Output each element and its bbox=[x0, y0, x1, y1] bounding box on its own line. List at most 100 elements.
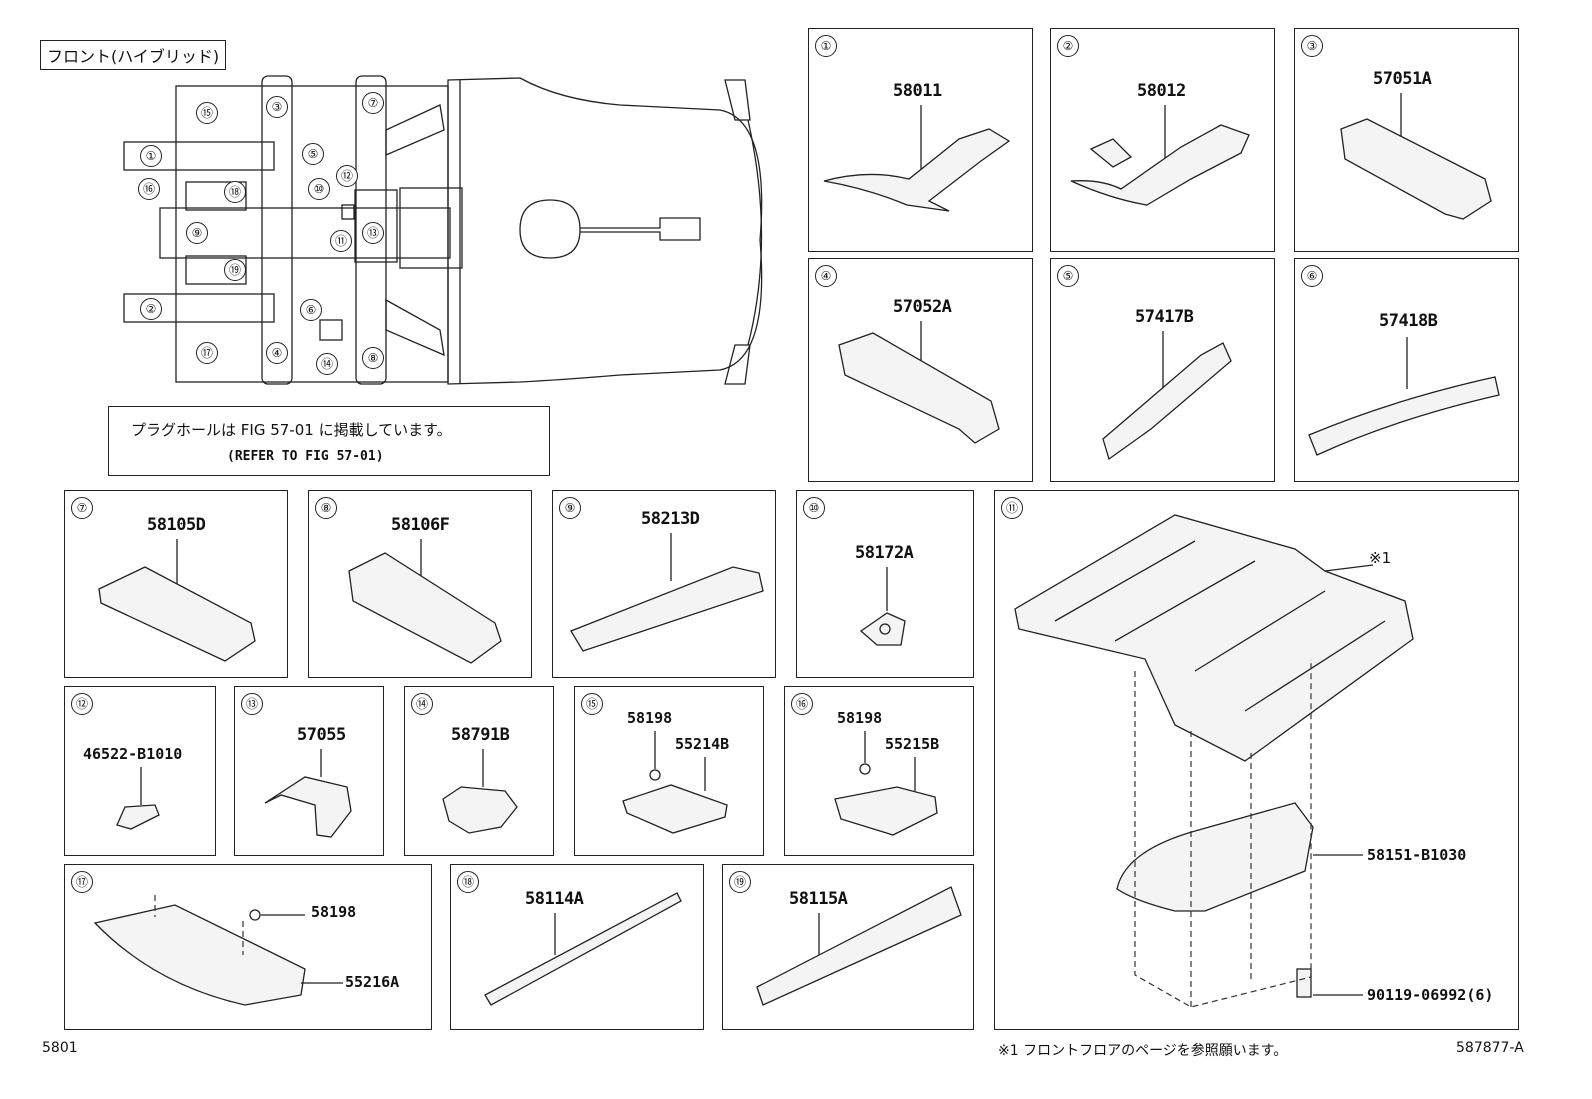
part-number: 90119-06992(6) bbox=[1367, 986, 1494, 1004]
overview-callout-19: ⑲ bbox=[224, 259, 246, 281]
overview-callout-11: ⑪ bbox=[330, 230, 352, 252]
part-number: 58198 bbox=[627, 709, 673, 727]
part-number: 57417B bbox=[1135, 307, 1194, 327]
panel-3: ③ 57051A bbox=[1294, 28, 1519, 252]
part-number: 58198 bbox=[837, 709, 883, 727]
part-number: 58213D bbox=[641, 509, 700, 529]
panel-11-number: ⑪ bbox=[1001, 497, 1023, 519]
panel-15: ⑮ 58198 55214B bbox=[574, 686, 764, 856]
panel-17-number: ⑰ bbox=[71, 871, 93, 893]
part-number: 55214B bbox=[675, 735, 730, 753]
overview-callout-5: ⑤ bbox=[302, 143, 324, 165]
panel-4-number: ④ bbox=[815, 265, 837, 287]
panel-7: ⑦ 58105D bbox=[64, 490, 288, 678]
panel-5-number: ⑤ bbox=[1057, 265, 1079, 287]
part-number: 58106F bbox=[391, 515, 450, 535]
part-46522-B1010-drawing bbox=[116, 767, 160, 830]
panel-1: ① 58011 bbox=[808, 28, 1033, 252]
plug-hole-note: プラグホールは FIG 57-01 に掲載しています。 (REFER TO FI… bbox=[108, 406, 550, 476]
floor-overview-drawing bbox=[123, 75, 763, 385]
part-number: 58172A bbox=[855, 543, 914, 563]
part-number: 58011 bbox=[893, 81, 942, 101]
panel-2-number: ② bbox=[1057, 35, 1079, 57]
panel-8: ⑧ 58106F bbox=[308, 490, 532, 678]
panel-14: ⑭ 58791B bbox=[404, 686, 554, 856]
overview-callout-10: ⑩ bbox=[308, 178, 330, 200]
part-58213D-drawing bbox=[570, 533, 764, 652]
panel-4: ④ 57052A bbox=[808, 258, 1033, 482]
part-57052A-drawing bbox=[838, 321, 1000, 444]
part-58115A-drawing bbox=[756, 886, 962, 1006]
part-number: 58198 bbox=[311, 903, 357, 921]
sheet-code-right: 587877-A bbox=[1456, 1040, 1524, 1056]
panel-10-number: ⑩ bbox=[803, 497, 825, 519]
panel-8-number: ⑧ bbox=[315, 497, 337, 519]
part-55216A-drawing bbox=[93, 895, 343, 1006]
overview-callout-7: ⑦ bbox=[362, 92, 384, 114]
front-floor-drawing bbox=[1014, 514, 1414, 1008]
panel-12-number: ⑫ bbox=[71, 693, 93, 715]
overview-callout-15: ⑮ bbox=[196, 102, 218, 124]
footnote-marker: ※1 bbox=[1369, 549, 1392, 567]
part-number: 58114A bbox=[525, 889, 584, 909]
panel-5: ⑤ 57417B bbox=[1050, 258, 1275, 482]
part-number: 57051A bbox=[1373, 69, 1432, 89]
part-58791B-drawing bbox=[442, 749, 518, 834]
panel-18: ⑱ 58114A bbox=[450, 864, 704, 1030]
overview-callout-13: ⑬ bbox=[362, 222, 384, 244]
panel-1-number: ① bbox=[815, 35, 837, 57]
overview-callout-6: ⑥ bbox=[300, 299, 322, 321]
panel-12: ⑫ 46522-B1010 bbox=[64, 686, 216, 856]
part-55214B-drawing bbox=[622, 731, 728, 834]
panel-18-number: ⑱ bbox=[457, 871, 479, 893]
overview-callout-17: ⑰ bbox=[196, 342, 218, 364]
plug-hole-note-jp: プラグホールは FIG 57-01 に掲載しています。 bbox=[131, 421, 452, 439]
part-57417B-drawing bbox=[1102, 331, 1232, 461]
overview-callout-9: ⑨ bbox=[186, 222, 208, 244]
footnote: ※1 フロントフロアのページを参照願います。 bbox=[998, 1043, 1288, 1059]
part-number: 58151-B1030 bbox=[1367, 846, 1467, 864]
panel-15-number: ⑮ bbox=[581, 693, 603, 715]
part-58011-drawing bbox=[823, 105, 1011, 212]
part-number: 58115A bbox=[789, 889, 848, 909]
panel-9-number: ⑨ bbox=[559, 497, 581, 519]
panel-16-number: ⑯ bbox=[791, 693, 813, 715]
panel-14-number: ⑭ bbox=[411, 693, 433, 715]
part-55215B-drawing bbox=[834, 731, 938, 836]
panel-7-number: ⑦ bbox=[71, 497, 93, 519]
overview-callout-8: ⑧ bbox=[362, 347, 384, 369]
overview-callout-18: ⑱ bbox=[224, 181, 246, 203]
part-number: 58012 bbox=[1137, 81, 1186, 101]
panel-19: ⑲ 58115A bbox=[722, 864, 974, 1030]
overview-title: フロント(ハイブリッド) bbox=[40, 40, 227, 70]
overview-callout-2: ② bbox=[140, 298, 162, 320]
part-58106F-drawing bbox=[348, 539, 502, 664]
sheet-code-left: 5801 bbox=[42, 1040, 78, 1056]
part-number: 57055 bbox=[297, 725, 346, 745]
panel-17: ⑰ 58198 55216A bbox=[64, 864, 432, 1030]
panel-2: ② 58012 bbox=[1050, 28, 1275, 252]
part-number: 58105D bbox=[147, 515, 206, 535]
part-number: 55215B bbox=[885, 735, 940, 753]
part-57055-drawing bbox=[264, 749, 352, 838]
part-number: 58791B bbox=[451, 725, 510, 745]
part-57418B-drawing bbox=[1308, 337, 1500, 456]
panel-6-number: ⑥ bbox=[1301, 265, 1323, 287]
overview-callout-16: ⑯ bbox=[138, 178, 160, 200]
plug-hole-note-en: (REFER TO FIG 57-01) bbox=[227, 449, 384, 464]
part-number: 57418B bbox=[1379, 311, 1438, 331]
overview-callout-3: ③ bbox=[266, 96, 288, 118]
panel-16: ⑯ 58198 55215B bbox=[784, 686, 974, 856]
panel-19-number: ⑲ bbox=[729, 871, 751, 893]
part-58105D-drawing bbox=[98, 539, 256, 662]
panel-6: ⑥ 57418B bbox=[1294, 258, 1519, 482]
panel-13: ⑬ 57055 bbox=[234, 686, 384, 856]
overview-callout-1: ① bbox=[140, 145, 162, 167]
overview-callout-4: ④ bbox=[266, 342, 288, 364]
part-number: 46522-B1010 bbox=[83, 745, 183, 763]
panel-3-number: ③ bbox=[1301, 35, 1323, 57]
part-number: 55216A bbox=[345, 973, 400, 991]
panel-10: ⑩ 58172A bbox=[796, 490, 974, 678]
part-58172A-drawing bbox=[859, 567, 906, 646]
